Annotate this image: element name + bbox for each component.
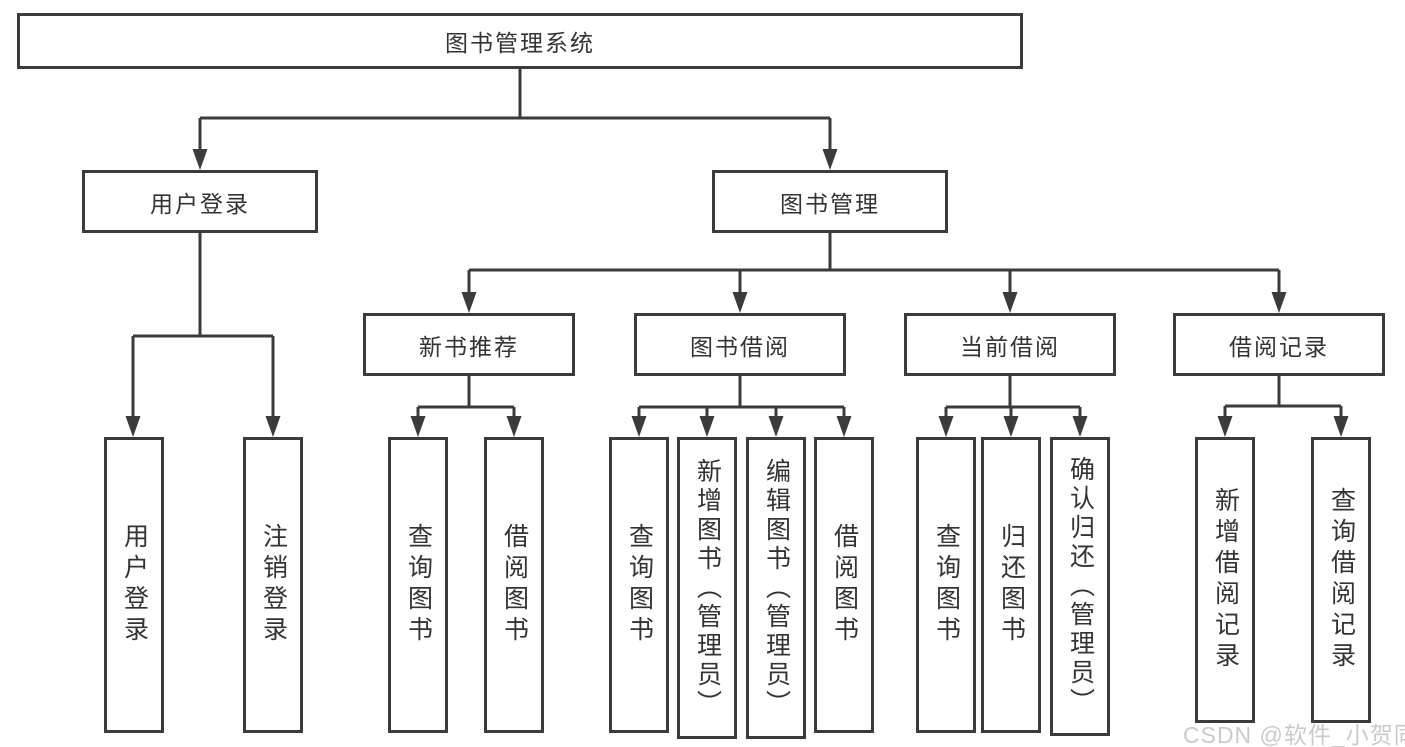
node-label: 图书管理 — [780, 190, 880, 217]
node-book-management: 图书管理 — [712, 170, 948, 233]
arrowhead-icon — [1003, 416, 1019, 437]
connector-borrow-records — [1223, 374, 1343, 422]
node-label: 注销登录 — [259, 523, 288, 647]
node-label: 查询借阅记录 — [1327, 487, 1356, 673]
node-label: 查询图书 — [404, 523, 433, 647]
node-borrow-records: 借阅记录 — [1173, 313, 1385, 376]
node-label: 借阅图书 — [830, 523, 859, 647]
leaf-logout: 注销登录 — [243, 437, 303, 733]
arrowhead-icon — [768, 416, 784, 437]
node-label: 新增借阅记录 — [1211, 487, 1240, 673]
leaf-current-query-books: 查询图书 — [916, 437, 976, 733]
node-root: 图书管理系统 — [17, 13, 1023, 69]
leaf-borrow-edit-books-admin: 编辑图书（管理员） — [746, 437, 806, 739]
node-user-login: 用户登录 — [82, 170, 318, 233]
node-label: 确认归还（管理员） — [1066, 456, 1095, 717]
node-label: 新增图书（管理员） — [693, 457, 722, 719]
leaf-recommend-query-books: 查询图书 — [388, 437, 448, 733]
node-label: 查询图书 — [625, 523, 654, 647]
arrowhead-icon — [732, 292, 748, 313]
node-book-borrow: 图书借阅 — [634, 313, 846, 376]
arrowhead-icon — [631, 416, 647, 437]
arrowhead-icon — [1333, 416, 1349, 437]
arrowhead-icon — [506, 416, 522, 437]
leaf-current-return-books: 归还图书 — [981, 437, 1041, 733]
arrowhead-icon — [1217, 416, 1233, 437]
arrowhead-icon — [822, 149, 838, 170]
arrowhead-icon — [699, 416, 715, 437]
node-new-book-recommend: 新书推荐 — [363, 313, 575, 376]
arrowhead-icon — [410, 416, 426, 437]
leaf-borrow-borrow-books: 借阅图书 — [814, 437, 874, 733]
node-label: 图书借阅 — [690, 333, 790, 360]
leaf-records-add-record: 新增借阅记录 — [1195, 437, 1255, 723]
connector-user-login — [131, 231, 275, 422]
arrowhead-icon — [192, 149, 208, 170]
connector-root — [198, 67, 832, 155]
leaf-user-login: 用户登录 — [104, 437, 164, 733]
leaf-borrow-query-books: 查询图书 — [609, 437, 669, 733]
node-current-borrow: 当前借阅 — [904, 313, 1116, 376]
node-label: 编辑图书（管理员） — [762, 457, 791, 719]
arrowhead-icon — [1271, 292, 1287, 313]
node-label: 新书推荐 — [419, 333, 519, 360]
leaf-recommend-borrow-books: 借阅图书 — [484, 437, 544, 733]
leaf-records-query-record: 查询借阅记录 — [1311, 437, 1371, 723]
arrowhead-icon — [461, 292, 477, 313]
leaf-borrow-add-books-admin: 新增图书（管理员） — [677, 437, 737, 739]
csdn-watermark: CSDN @软件_小贺同学 — [1183, 722, 1405, 747]
arrowhead-icon — [836, 416, 852, 437]
node-label: 借阅记录 — [1229, 333, 1329, 360]
arrowhead-icon — [1072, 416, 1088, 437]
arrowhead-icon — [125, 416, 141, 437]
node-label: 用户登录 — [120, 523, 149, 647]
connector-book-borrow — [637, 374, 846, 422]
connector-book-management — [467, 231, 1281, 298]
node-label: 图书管理系统 — [445, 30, 595, 56]
node-label: 归还图书 — [997, 523, 1026, 647]
node-label: 借阅图书 — [500, 523, 529, 647]
arrowhead-icon — [1002, 292, 1018, 313]
leaf-current-confirm-return-admin: 确认归还（管理员） — [1050, 437, 1110, 736]
node-label: 查询图书 — [932, 523, 961, 647]
connector-current-borrow — [944, 374, 1082, 422]
node-label: 当前借阅 — [960, 333, 1060, 360]
arrowhead-icon — [265, 416, 281, 437]
connector-new-book — [416, 374, 516, 422]
arrowhead-icon — [938, 416, 954, 437]
node-label: 用户登录 — [150, 190, 250, 217]
